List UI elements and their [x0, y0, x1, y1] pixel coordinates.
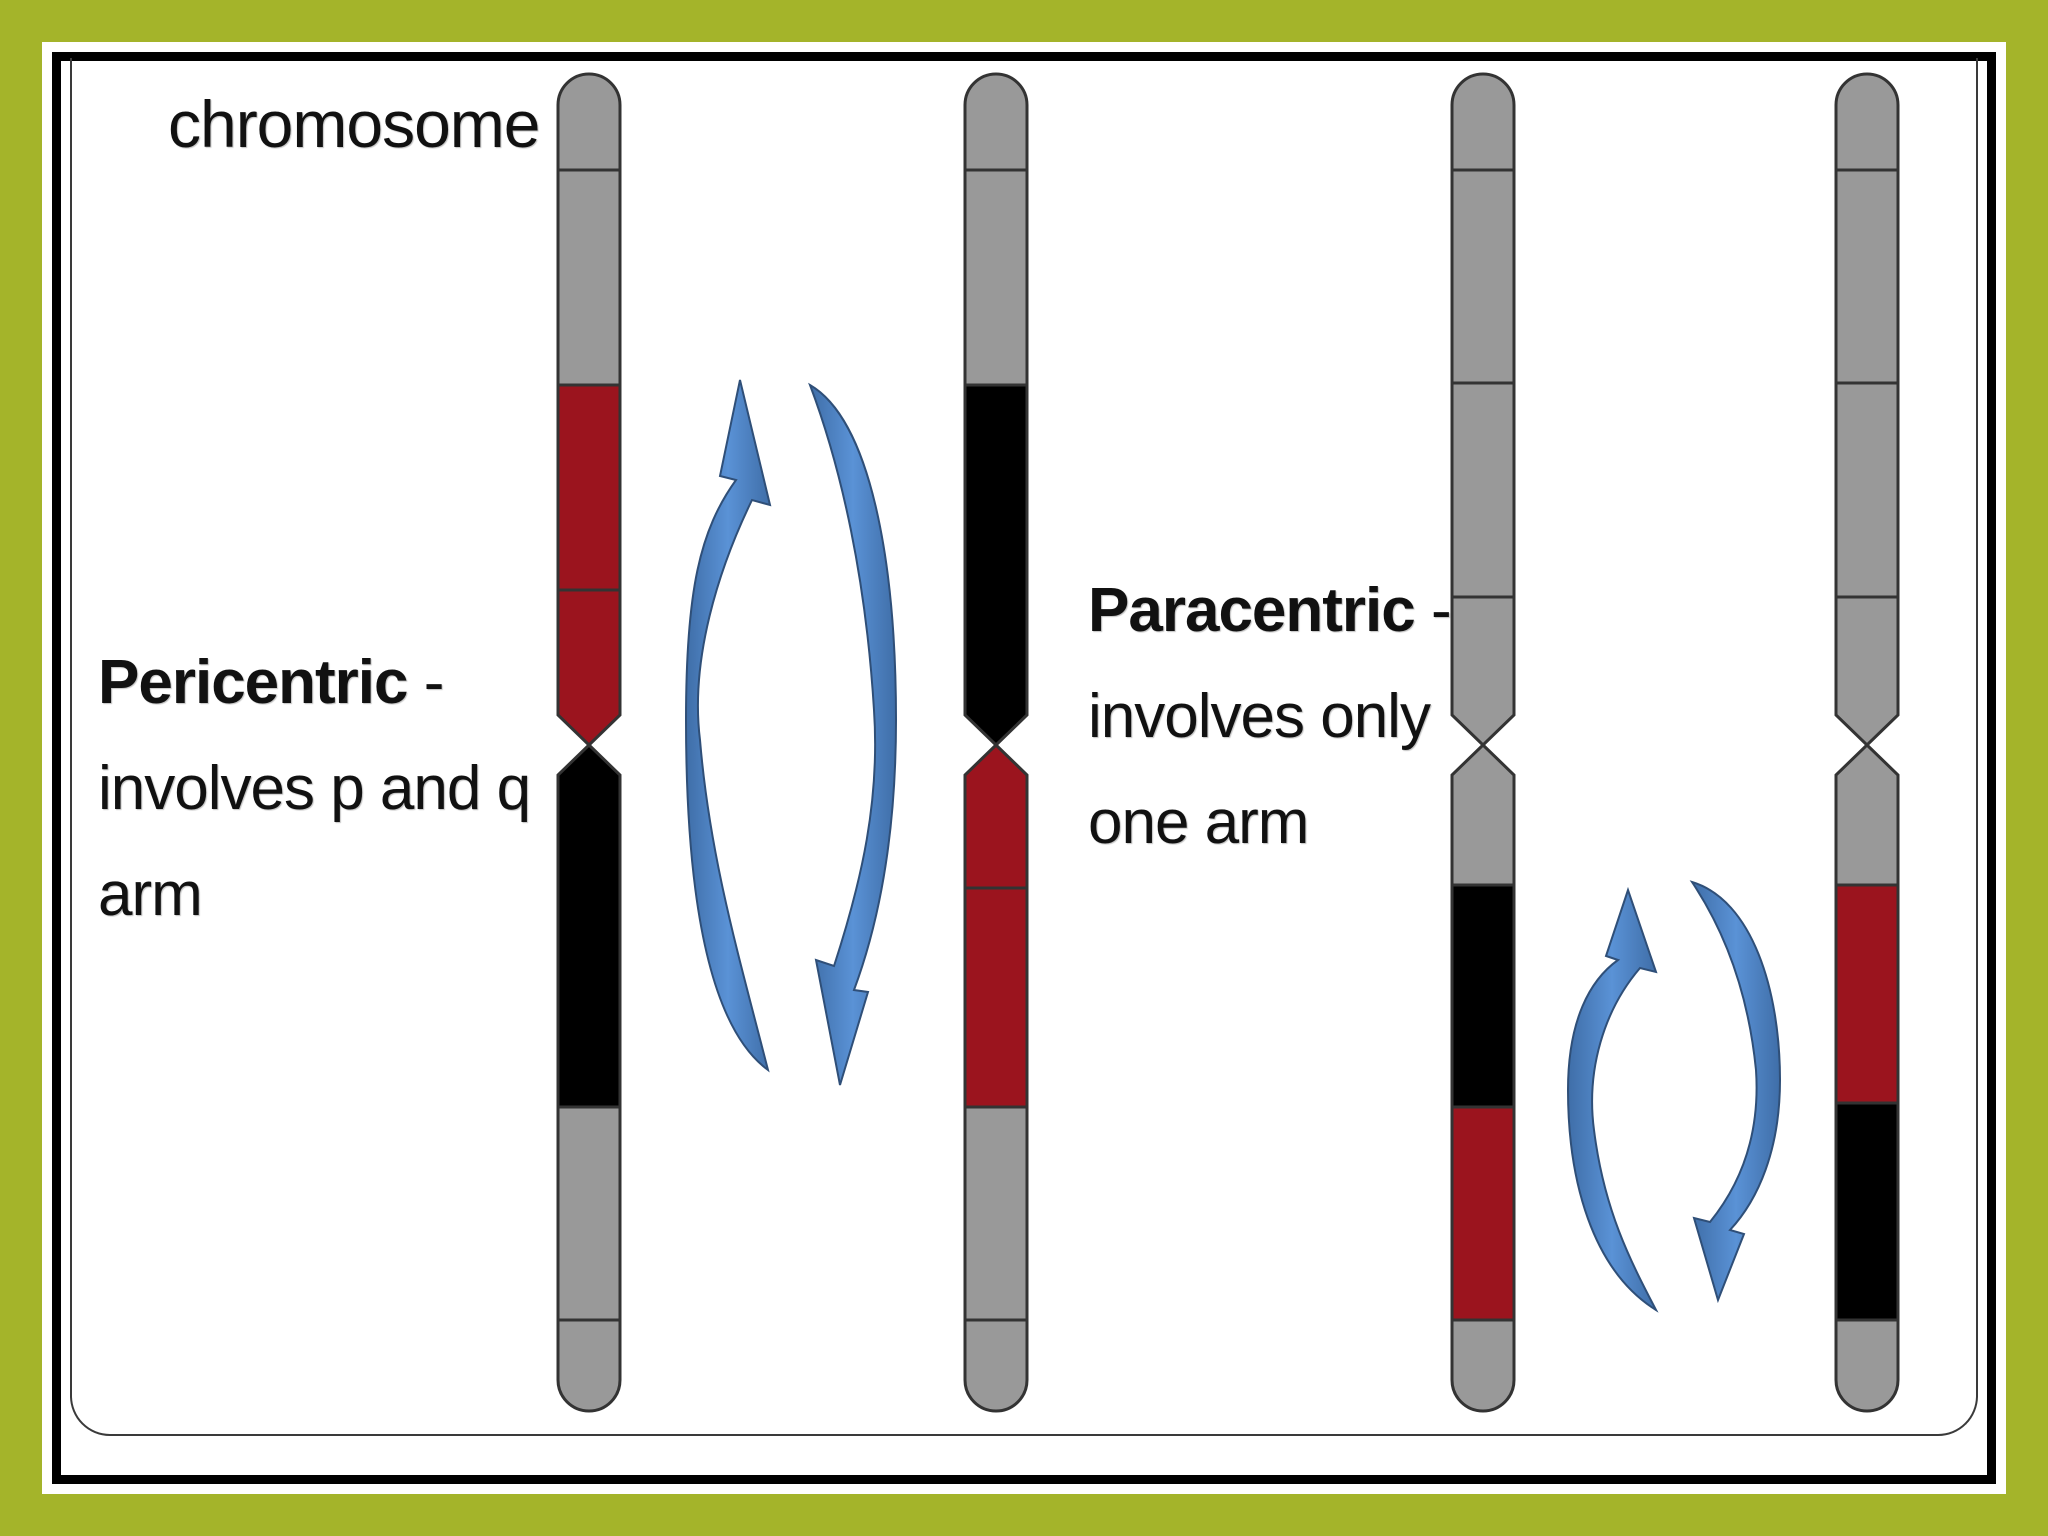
diagram-panel: [70, 58, 1978, 1436]
paracentric-line-3: one arm: [1088, 788, 1309, 857]
pericentric-dash: -: [407, 648, 445, 717]
pericentric-title-line: Pericentric -: [98, 630, 530, 736]
segment-gray-centromere: [1450, 595, 1516, 748]
paracentric-title: Paracentric: [1088, 576, 1416, 645]
curved-arrow-left-icon: [684, 379, 772, 1073]
segment-red: [1834, 883, 1900, 1105]
segment-red-centromere: [963, 742, 1029, 890]
segment-gray-centromere: [1834, 595, 1900, 748]
chromosome-paracentric-original: [1450, 72, 1516, 1413]
segment-gray: [556, 168, 622, 387]
paracentric-title-line: Paracentric -: [1088, 558, 1452, 664]
segment-p-tip: [1834, 72, 1900, 172]
segment-p-tip: [556, 72, 622, 172]
segment-q-tip: [1450, 1318, 1516, 1413]
chromosome-pericentric-original: [556, 72, 622, 1413]
segment-gray-centromere: [1450, 742, 1516, 887]
segment-gray: [963, 168, 1029, 387]
segment-q-tip: [1834, 1318, 1900, 1413]
chromosome-paracentric-inverted: [1834, 72, 1900, 1413]
paracentric-description: Paracentric - involves only one arm: [1088, 558, 1452, 876]
curved-arrow-left-icon: [1566, 886, 1659, 1313]
segment-red: [1450, 1105, 1516, 1322]
segment-p-tip: [963, 72, 1029, 172]
segment-black: [1450, 883, 1516, 1109]
paracentric-dash: -: [1414, 576, 1452, 645]
slide-frame: [52, 52, 1996, 1484]
segment-gray-centromere: [1834, 742, 1900, 887]
segment-black: [1834, 1101, 1900, 1322]
pericentric-line-3: arm: [98, 860, 203, 929]
segment-black-centromere: [963, 383, 1029, 748]
segment-gray: [1450, 381, 1516, 599]
segment-p-tip: [1450, 72, 1516, 172]
segment-red-centromere: [556, 588, 622, 748]
segment-gray: [1834, 168, 1900, 385]
chromosome-label: chromosome: [168, 87, 540, 161]
pericentric-line-2: involves p and q: [98, 754, 531, 823]
segment-gray: [556, 1105, 622, 1322]
segment-q-tip: [963, 1318, 1029, 1413]
curved-arrow-right-icon: [808, 382, 898, 1086]
paracentric-line-2: involves only: [1088, 682, 1431, 751]
rotation-arrows-small: [1566, 880, 1782, 1313]
segment-gray: [1834, 381, 1900, 599]
pericentric-title: Pericentric: [98, 648, 409, 717]
rotation-arrows-large: [684, 379, 898, 1086]
segment-red: [556, 383, 622, 592]
curved-arrow-right-icon: [1689, 880, 1782, 1304]
chromosome-pericentric-inverted: [963, 72, 1029, 1413]
pericentric-description: Pericentric - involves p and q arm: [98, 630, 531, 948]
segment-gray: [1450, 168, 1516, 385]
segment-black-centromere: [556, 742, 622, 1109]
segment-red: [963, 886, 1029, 1109]
segment-gray: [963, 1105, 1029, 1322]
segment-q-tip: [556, 1318, 622, 1413]
